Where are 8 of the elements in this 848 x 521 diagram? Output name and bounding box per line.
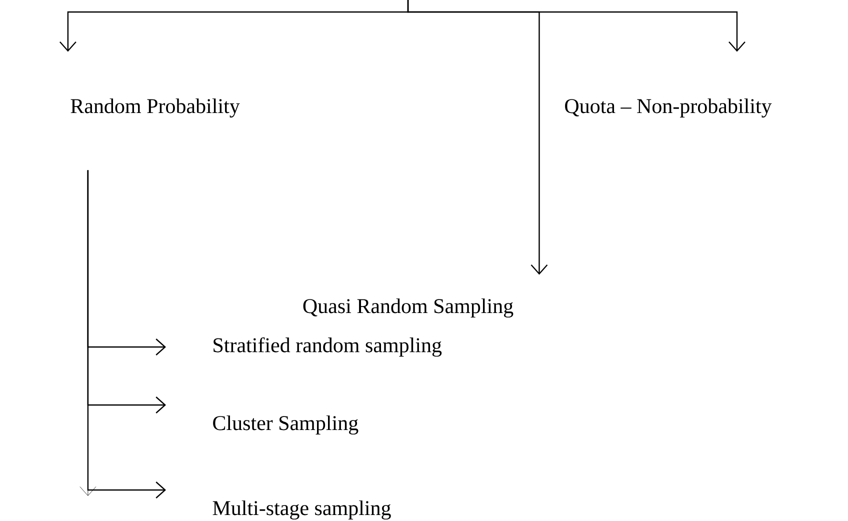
node-label: Quota – Non-probability bbox=[565, 98, 772, 118]
node-label: Quasi Random Sampling bbox=[303, 298, 514, 318]
arrow bbox=[80, 170, 166, 498]
arrow bbox=[407, 0, 746, 52]
node-label: Random Probability bbox=[70, 98, 240, 118]
node-label: Stratified random sampling bbox=[214, 337, 442, 357]
node-label: Cluster Sampling bbox=[213, 415, 358, 435]
node-label: Multi-stage sampling bbox=[212, 500, 391, 520]
